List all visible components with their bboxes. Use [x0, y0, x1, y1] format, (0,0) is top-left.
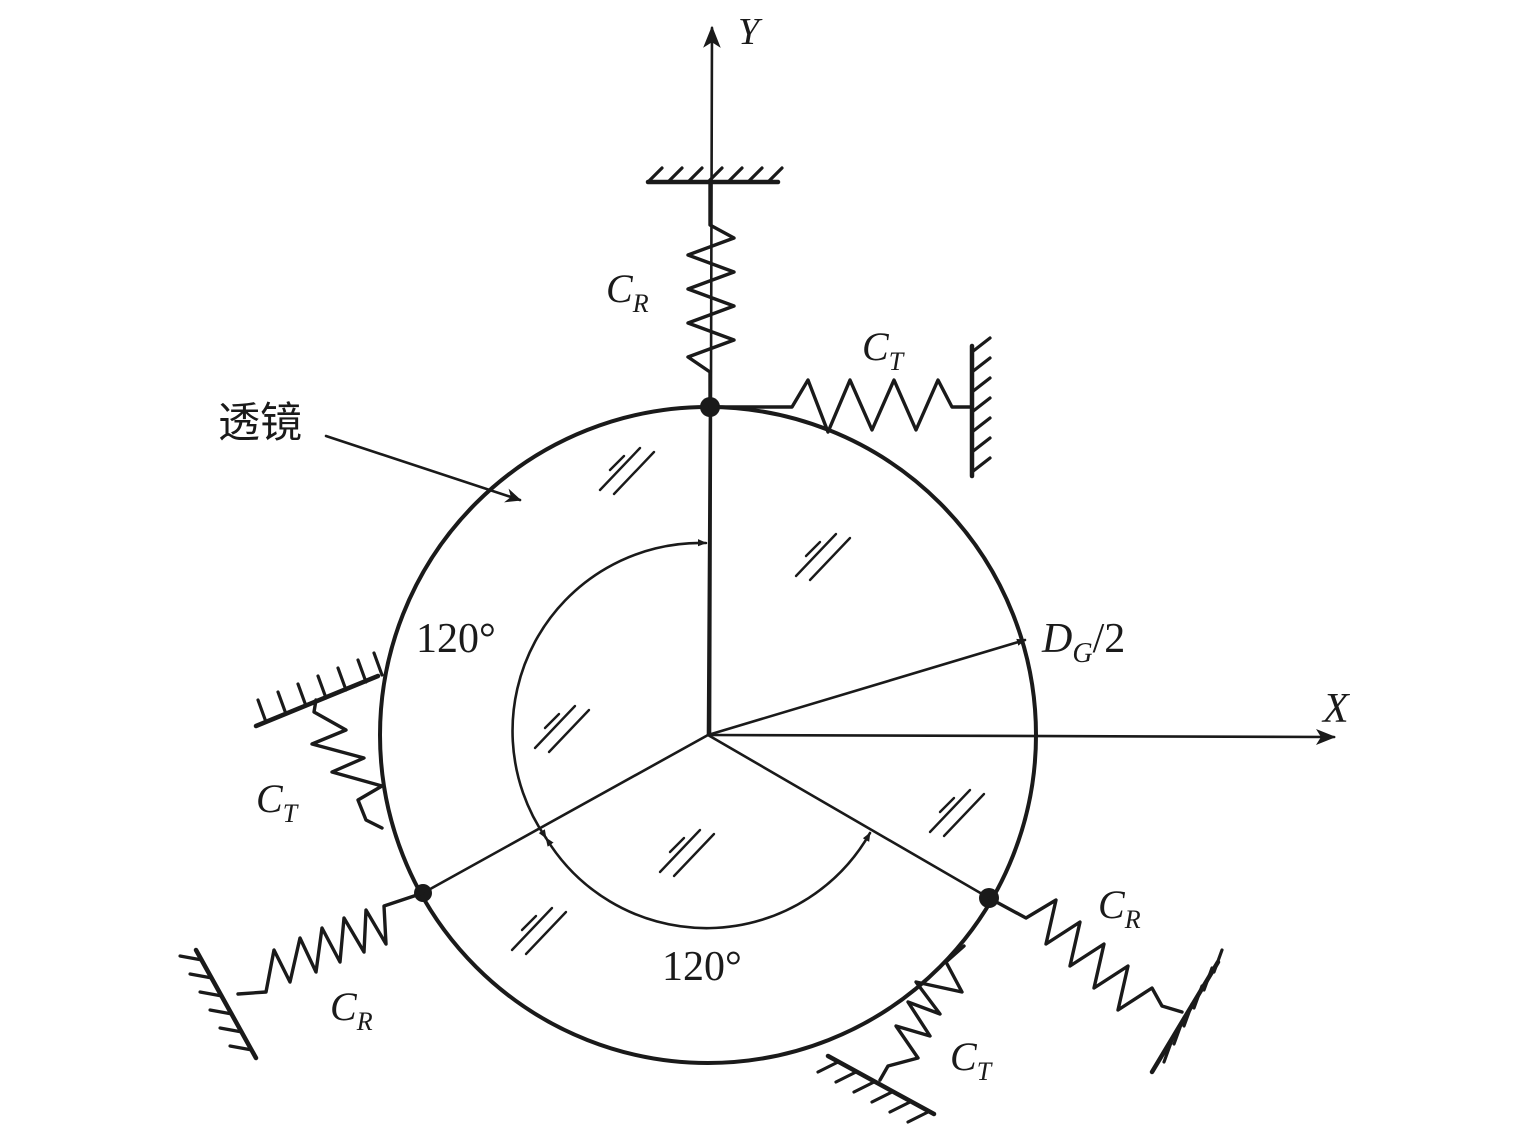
axes: Y X — [703, 11, 1351, 745]
spring-label-lower-left-cr: CR — [330, 984, 373, 1036]
spring-left-tangential — [253, 651, 384, 830]
glass-mark — [928, 788, 986, 838]
mount-radii — [421, 405, 1027, 900]
spring-coil — [987, 896, 1184, 1014]
spring-top-radial — [645, 166, 784, 409]
angle-label-left: 120° — [416, 616, 496, 662]
glass-marks — [510, 446, 986, 956]
glass-mark — [658, 828, 716, 878]
glass-mark — [794, 532, 852, 582]
spring-top-tangential — [708, 336, 992, 479]
ground-hatch — [178, 954, 254, 1052]
springs — [178, 166, 1224, 1124]
ground-hatch — [256, 651, 384, 724]
spring-label-top-ct: CT — [862, 324, 905, 376]
glass-mark — [598, 446, 656, 496]
lens-pointer-arrow — [324, 434, 522, 503]
angle-arc-bottom — [538, 829, 872, 930]
radius-lower-left — [421, 733, 710, 895]
ground-bar — [825, 1053, 937, 1117]
angle-arc-left — [511, 539, 708, 847]
glass-mark — [510, 906, 568, 956]
spring-coil — [310, 698, 384, 830]
radius-dg-arrow — [706, 638, 1027, 737]
lens-callout: 透镜 — [218, 400, 522, 503]
lens-label: 透镜 — [218, 400, 302, 447]
spring-coil — [878, 944, 966, 1082]
radius-top — [706, 405, 712, 737]
spring-label-left-ct: CT — [256, 776, 299, 828]
spring-coil — [708, 378, 974, 434]
spring-lower-right-tangential — [816, 944, 966, 1124]
ground-hatch — [646, 166, 784, 184]
spring-lower-right-radial — [987, 896, 1224, 1075]
angle-arcs — [511, 539, 872, 930]
ground-hatch — [970, 336, 992, 474]
radius-label: DG/2 — [1041, 616, 1125, 669]
ground-hatch — [1162, 948, 1224, 1064]
spring-lower-left-radial — [178, 891, 425, 1061]
radius-lower-right — [706, 733, 991, 900]
ground-hatch — [816, 1060, 930, 1124]
spring-coil — [236, 891, 425, 996]
spring-label-lower-right-ct: CT — [950, 1034, 993, 1086]
x-axis — [706, 728, 1336, 745]
angle-label-bottom: 120° — [662, 944, 742, 990]
spring-label-top-cr: CR — [606, 266, 649, 318]
glass-mark — [533, 704, 591, 754]
y-axis-label: Y — [738, 11, 763, 53]
ground-bar — [253, 673, 381, 729]
spring-coil — [686, 180, 736, 409]
spring-label-lower-right-cr: CR — [1098, 882, 1141, 934]
mount-points — [414, 397, 999, 908]
x-axis-label: X — [1321, 686, 1351, 732]
ground-bar — [193, 947, 259, 1061]
